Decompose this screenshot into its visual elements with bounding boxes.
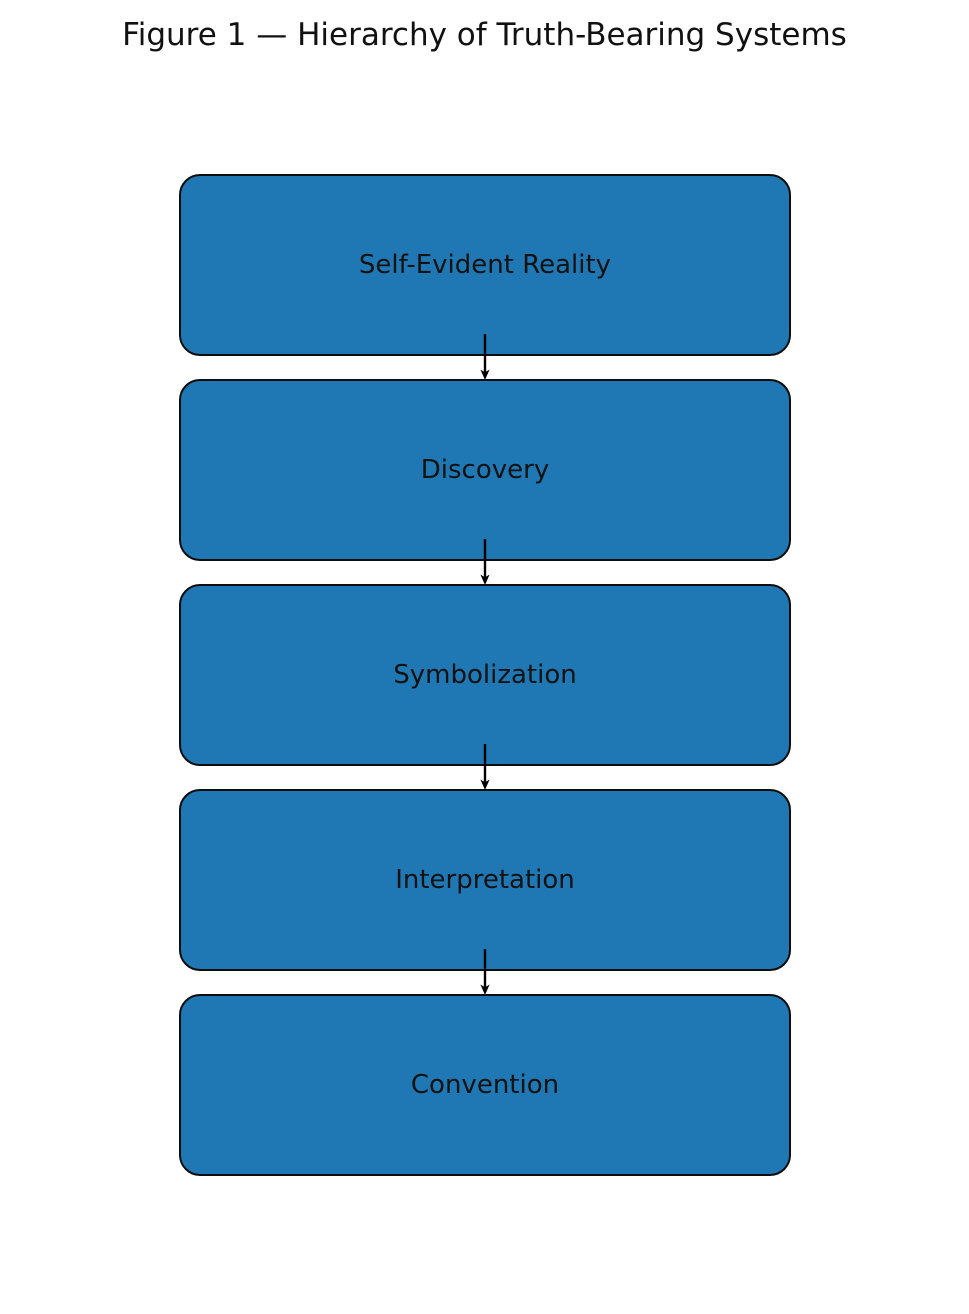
flow-node-symbolization[interactable]: Symbolization — [179, 584, 791, 766]
flow-node-convention[interactable]: Convention — [179, 994, 791, 1176]
arrow-down-icon — [480, 334, 490, 380]
arrow-down-icon — [480, 949, 490, 995]
flow-node-label: Convention — [410, 1070, 560, 1100]
flow-arrow-3 — [475, 744, 495, 792]
flow-node-self-evident-reality[interactable]: Self-Evident Reality — [179, 174, 791, 356]
flow-arrow-2 — [475, 539, 495, 587]
arrow-down-icon — [480, 744, 490, 790]
flow-node-label: Self-Evident Reality — [358, 250, 612, 280]
flow-arrow-4 — [475, 949, 495, 997]
arrow-down-icon — [480, 539, 490, 585]
flow-node-label: Symbolization — [393, 660, 577, 690]
figure-title: Figure 1 — Hierarchy of Truth-Bearing Sy… — [122, 17, 847, 53]
flow-arrow-1 — [475, 334, 495, 382]
flow-node-label: Interpretation — [395, 865, 575, 895]
flow-node-label: Discovery — [420, 455, 550, 485]
flowchart-stack: Self-Evident Reality Discovery Symboliza… — [179, 174, 791, 1182]
flow-node-interpretation[interactable]: Interpretation — [179, 789, 791, 971]
flow-node-discovery[interactable]: Discovery — [179, 379, 791, 561]
